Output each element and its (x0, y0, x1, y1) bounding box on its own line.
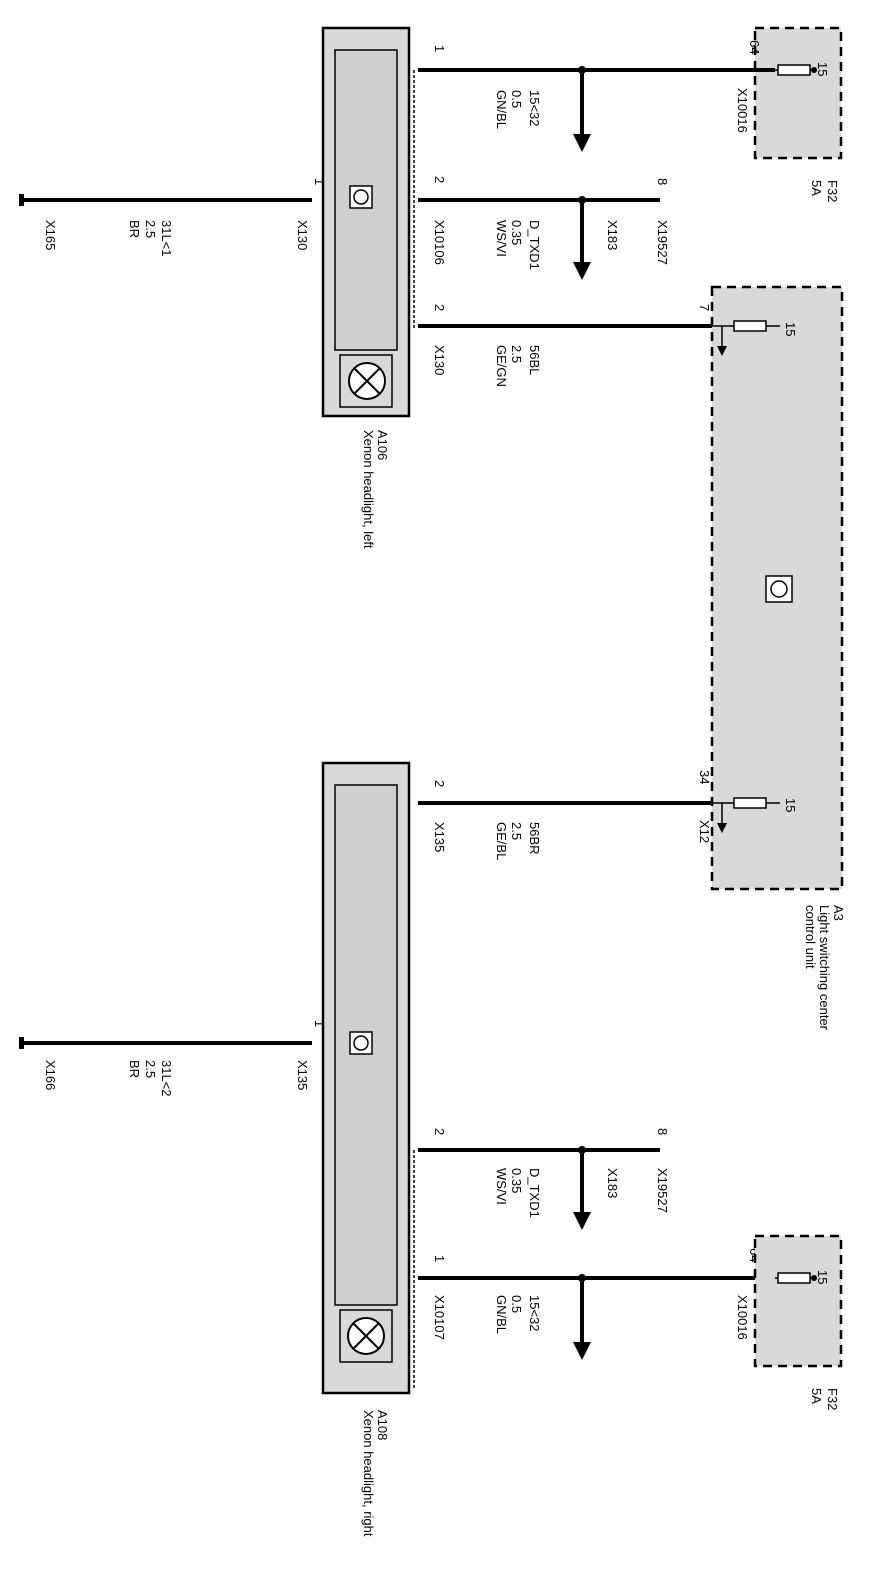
wire-left-3-connector: X130 (432, 345, 447, 375)
wire-right-3: 8 X19527 X183 2 D_TXD1 0.35 WS/VI (418, 1128, 670, 1230)
cu-code: A3 (831, 905, 846, 921)
wire-right-1-cu-pin: 34 (697, 770, 712, 784)
wire-right-1: 34 X12 2 X135 56BR 2.5 GE/BL (418, 770, 712, 860)
wire-left-1-signal: 15<32 (527, 90, 542, 127)
wire-left-1-pin: 1 (432, 45, 447, 52)
wire-right-4-pin: 1 (432, 1255, 447, 1262)
wire-right-3-end-connector: X19527 (655, 1168, 670, 1213)
wire-left-4-gauge: 2.5 (143, 220, 158, 238)
wire-right-1-color: GE/BL (494, 822, 509, 860)
fuse-box-top: 15 F32 5A (753, 26, 843, 202)
wire-left-2-gauge: 0.35 (509, 220, 524, 245)
wire-right-2-connector: X135 (295, 1060, 310, 1090)
cu-name-line1: Light switching center (817, 905, 832, 1031)
fuse-box-bottom: 15 F32 5A (753, 1234, 843, 1410)
wire-right-3-signal: D_TXD1 (527, 1168, 542, 1218)
wire-left-2-connector: X10106 (432, 220, 447, 265)
fuse-top-number: 15 (815, 62, 830, 76)
wire-right-3-color: WS/VI (494, 1168, 509, 1205)
wire-left-4-pin: 1 (312, 178, 327, 185)
wire-right-4-gauge: 0.5 (509, 1295, 524, 1313)
wire-right-4-color: GN/BL (494, 1295, 509, 1334)
wire-left-1-fuse-pin: 64 (747, 40, 762, 54)
wire-left-1-gauge: 0.5 (509, 90, 524, 108)
wire-right-1-gauge: 2.5 (509, 822, 524, 840)
wire-right-4-connector: X10107 (432, 1295, 447, 1340)
wire-right-4-signal: 15<32 (527, 1295, 542, 1332)
wire-left-4-ground: X165 (43, 220, 58, 250)
fuse-bottom-rating: 5A (809, 1388, 824, 1404)
fuse-bottom-number: 15 (815, 1270, 830, 1284)
wire-left-3-color: GE/GN (494, 345, 509, 387)
wire-right-4-fuse-connector: X10016 (735, 1295, 750, 1340)
wire-left-2-pin: 2 (432, 176, 447, 183)
wire-left-2-end-connector: X19527 (655, 220, 670, 265)
wire-right-2-pin: 1 (312, 1020, 327, 1027)
headlight-right-module: A108 Xenon headlight, right (321, 761, 415, 1537)
wire-left-4-color: BR (127, 220, 142, 238)
wire-left-2: 8 X19527 X183 2 X10106 D_TXD1 0.35 WS/VI (418, 176, 670, 280)
wire-left-2-signal: D_TXD1 (527, 220, 542, 270)
wire-right-4: 1 X10107 15<32 0.5 GN/BL 64 X10016 (418, 1248, 775, 1360)
wire-right-2-ground: X166 (43, 1060, 58, 1090)
wire-right-2-signal: 31L<2 (159, 1060, 174, 1097)
wire-right-2-color: BR (127, 1060, 142, 1078)
wire-left-3: 2 X130 56BL 2.5 GE/GN 7 (418, 304, 712, 387)
wire-left-3-cu-pin: 7 (697, 304, 712, 311)
headlight-left-code: A106 (375, 430, 390, 460)
wire-left-3-pin: 2 (432, 304, 447, 311)
fuse-bottom-label: F32 (825, 1388, 840, 1410)
headlight-left-module: A106 Xenon headlight, left (321, 26, 415, 549)
wire-right-3-pin: 2 (432, 1128, 447, 1135)
wire-left-4: 1 X130 31L<1 2.5 BR X165 (19, 178, 327, 257)
wire-left-3-signal: 56BL (527, 345, 542, 375)
wire-right-3-gauge: 0.35 (509, 1168, 524, 1193)
cu-ref-top: 15 (783, 322, 798, 336)
cu-ref-bottom: 15 (783, 798, 798, 812)
wire-left-1-fuse-connector: X10016 (735, 88, 750, 133)
wire-left-2-color: WS/VI (494, 220, 509, 257)
fuse-top-label: F32 (825, 180, 840, 202)
wire-right-1-connector: X135 (432, 822, 447, 852)
cu-name-line2: control unit (803, 905, 818, 969)
headlight-left-name: Xenon headlight, left (361, 430, 376, 549)
wire-right-1-cu-connector: X12 (697, 820, 712, 843)
wire-right-1-signal: 56BR (527, 822, 542, 855)
fuse-top-rating: 5A (809, 180, 824, 196)
wire-right-2-gauge: 2.5 (143, 1060, 158, 1078)
wire-left-4-connector: X130 (295, 220, 310, 250)
wire-right-1-pin: 2 (432, 780, 447, 787)
wire-left-1-color: GN/BL (494, 90, 509, 129)
wire-right-3-branch: X183 (605, 1168, 620, 1198)
headlight-right-code: A108 (375, 1410, 390, 1440)
control-unit-a3: 15 15 A3 Light switching center control … (710, 285, 846, 1031)
wire-left-4-signal: 31L<1 (159, 220, 174, 257)
wire-left-3-gauge: 2.5 (509, 345, 524, 363)
wire-left-2-end-pin: 8 (655, 178, 670, 185)
wire-right-3-end-pin: 8 (655, 1128, 670, 1135)
wire-left-2-branch: X183 (605, 220, 620, 250)
headlight-right-name: Xenon headlight, right (361, 1410, 376, 1537)
wire-right-2: 1 X135 31L<2 2.5 BR X166 (19, 1020, 327, 1097)
wire-left-1: 64 X10016 1 15<32 0.5 GN/BL (418, 40, 775, 152)
